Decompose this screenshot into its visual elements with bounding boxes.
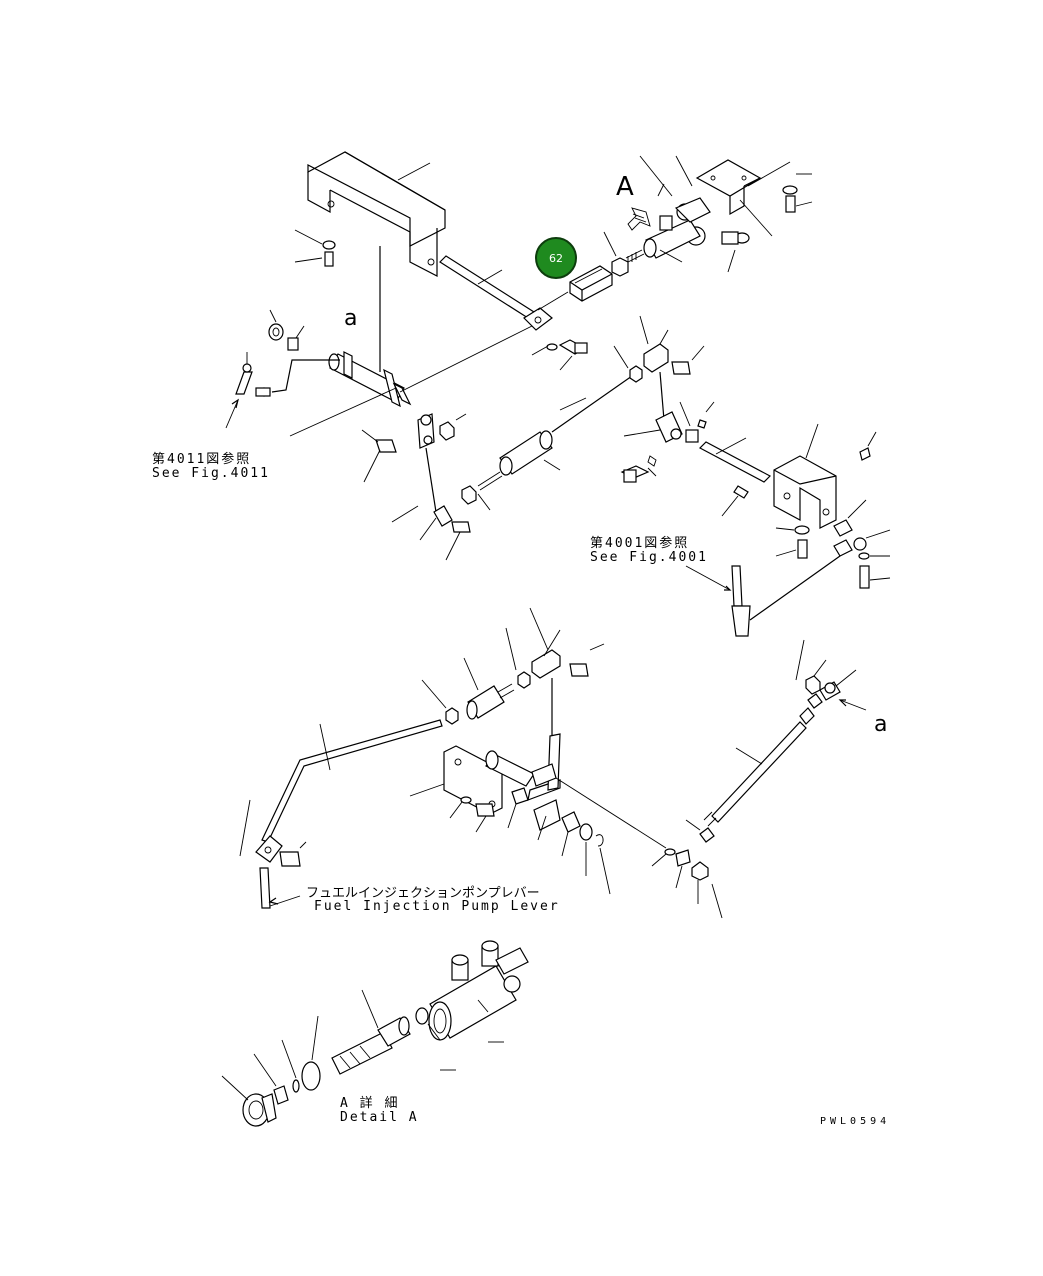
detail-a-oring	[253, 1015, 321, 1105]
view-label-a-lower-left: a	[344, 306, 358, 331]
detail-a-en: Detail A	[340, 1110, 419, 1125]
middle-rod-end	[421, 627, 531, 725]
view-label-a-upper: A	[616, 172, 634, 202]
ref-4011-jp: 第4011図参照	[152, 452, 252, 467]
view-label-a-lower-right: a	[874, 712, 888, 737]
center-turnbuckle	[477, 375, 633, 491]
left-lever	[225, 352, 340, 429]
bellcrank	[623, 401, 715, 443]
housing-screw	[625, 249, 645, 264]
clevis-bolt	[531, 339, 588, 371]
detail-a-spring	[415, 1007, 441, 1041]
housing-assembly	[643, 197, 711, 263]
upper-rod	[439, 255, 553, 331]
pedal-lever	[685, 555, 841, 637]
pump-rod	[239, 719, 443, 867]
center-right-nut	[613, 345, 643, 383]
pump-lever-jp: フュエルインジェクションポンプレバー	[306, 886, 540, 901]
rubber-block-part-62	[537, 265, 613, 311]
top-right-bolt	[782, 173, 813, 213]
lower-right-rod	[651, 707, 815, 919]
detail-a-cap	[221, 1075, 277, 1127]
middle-lever	[507, 733, 667, 895]
bellcrank-pin	[699, 437, 771, 517]
nut-upper	[603, 231, 629, 277]
upper-right-bracket	[695, 159, 791, 237]
bracket-bolt	[294, 229, 336, 267]
bellcrank-bolt	[620, 455, 657, 483]
link-arm	[417, 413, 453, 527]
cross-shaft	[328, 351, 412, 408]
ref-4001-en: See Fig.4001	[590, 550, 708, 565]
pump-lever-symbol	[259, 867, 301, 909]
right-bracket	[773, 423, 837, 529]
pump-lever-en: Fuel Injection Pump Lever	[314, 899, 560, 914]
lower-right-end	[795, 639, 867, 711]
ref-4011-en: See Fig.4011	[152, 466, 270, 481]
view-arrow-a	[627, 207, 651, 231]
lower-left-bolt	[361, 429, 397, 483]
left-washer-bush	[268, 309, 305, 351]
detail-a-housing	[428, 940, 529, 1043]
ref-4001-jp: 第4001図参照	[590, 536, 690, 551]
detail-a-plunger	[331, 989, 411, 1075]
right-clevis	[639, 315, 705, 421]
rod-end-nut	[461, 485, 491, 511]
part-callout-62[interactable]: 62	[535, 237, 577, 279]
detail-a-jp: A 詳 細	[340, 1096, 400, 1111]
housing-pin	[721, 231, 750, 273]
right-bracket-bolts	[775, 431, 891, 589]
link-nut	[439, 413, 467, 441]
middle-clevis	[529, 607, 605, 736]
pivot-plate	[409, 745, 535, 833]
drawing-code: PWL0594	[820, 1116, 891, 1127]
upper-left-bracket	[307, 151, 446, 277]
